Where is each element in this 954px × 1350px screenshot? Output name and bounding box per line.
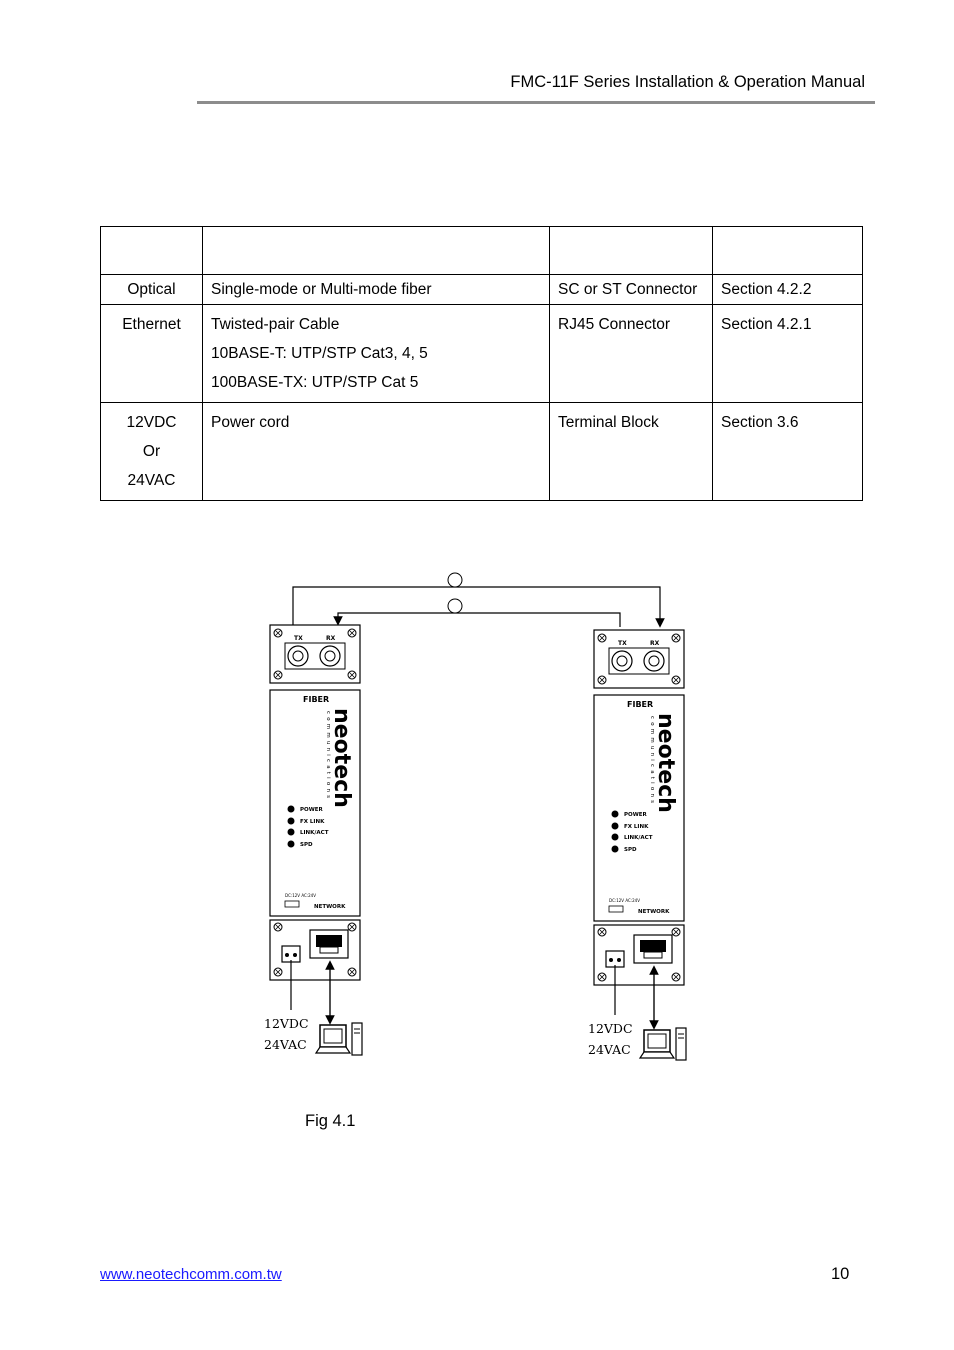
cable-cell: Twisted-pair Cable 10BASE-T: UTP/STP Cat… (202, 304, 550, 403)
rx-label-left: RX (326, 635, 336, 642)
supply-label-left: 24VAC (264, 1037, 307, 1052)
brand-logo-left: neotech (329, 708, 354, 808)
figure-caption: Fig 4.1 (305, 1112, 356, 1130)
panel-title-left: FIBER (303, 695, 329, 704)
network-label-left: NETWORK (314, 904, 346, 910)
table-header-row (100, 226, 863, 275)
connector-cell: Terminal Block (549, 402, 713, 501)
port-cell: Optical (100, 274, 203, 305)
terminal-block-icon (281, 945, 301, 963)
media-converter-right: TX RX FIBER neotech communications POWER… (588, 629, 687, 1061)
led-label: LINK/ACT (624, 835, 653, 841)
port-text: Ethernet (122, 316, 181, 333)
panel-title-right: FIBER (627, 700, 653, 709)
cable-text: Power cord (211, 414, 290, 431)
status-leds-left: POWER FX LINK LINK/ACT SPD (287, 805, 329, 848)
cable-text: 10BASE-T: UTP/STP Cat3, 4, 5 (211, 345, 428, 362)
header-cell-port (100, 226, 203, 275)
website-link[interactable]: www.neotechcomm.com.tw (100, 1266, 282, 1283)
network-label-right: NETWORK (638, 909, 670, 915)
power-spec-right: DC:12V AC:24V (609, 898, 640, 903)
cable-text: Single-mode or Multi-mode fiber (211, 281, 432, 298)
port-text: 24VAC (127, 472, 176, 489)
computer-icon (639, 1027, 687, 1061)
reference-cell: Section 3.6 (712, 402, 863, 501)
status-leds-right: POWER FX LINK LINK/ACT SPD (611, 810, 653, 853)
connector-cell: RJ45 Connector (549, 304, 713, 403)
media-converter-left: TX RX FIBER neotech communications POWER… (264, 624, 363, 1056)
led-label: POWER (624, 812, 648, 818)
supply-label-left: 12VDC (264, 1016, 309, 1031)
connector-cell: SC or ST Connector (549, 274, 713, 305)
cable-text: 100BASE-TX: UTP/STP Cat 5 (211, 374, 419, 391)
port-text: Optical (127, 281, 176, 298)
header-cell-connector (549, 226, 713, 275)
table-row: 12VDC Or 24VAC Power cord Terminal Block… (100, 402, 863, 501)
led-label: SPD (624, 847, 637, 853)
led-label: SPD (300, 842, 313, 848)
led-label: LINK/ACT (300, 830, 329, 836)
header-title: FMC-11F Series Installation & Operation … (510, 73, 865, 91)
cable-cell: Power cord (202, 402, 550, 501)
table-row: Optical Single-mode or Multi-mode fiber … (100, 274, 863, 305)
header-cell-cable (202, 226, 550, 275)
rx-label-right: RX (650, 640, 660, 647)
port-text: Or (142, 443, 161, 460)
port-cell: Ethernet (100, 304, 203, 403)
header-rule (197, 101, 875, 104)
fiber-link-lines (292, 572, 665, 633)
led-label: FX LINK (624, 824, 649, 830)
brand-sub-right: communications (649, 716, 655, 806)
connection-diagram: TX RX FIBER neotech communications POWER… (264, 572, 687, 1061)
power-spec-left: DC:12V AC:24V (285, 893, 316, 898)
terminal-block-icon (605, 950, 625, 968)
connection-table: Optical Single-mode or Multi-mode fiber … (100, 226, 863, 501)
reference-cell: Section 4.2.2 (712, 274, 863, 305)
brand-logo-right: neotech (653, 713, 678, 813)
page-number: 10 (831, 1265, 850, 1283)
port-text: 12VDC (126, 414, 177, 431)
brand-sub-left: communications (325, 711, 331, 801)
header-cell-reference (712, 226, 863, 275)
led-label: FX LINK (300, 819, 325, 825)
tx-label-left: TX (294, 635, 303, 642)
table-row: Ethernet Twisted-pair Cable 10BASE-T: UT… (100, 304, 863, 403)
cable-text: Twisted-pair Cable (211, 316, 340, 333)
reference-cell: Section 4.2.1 (712, 304, 863, 403)
port-cell: 12VDC Or 24VAC (100, 402, 203, 501)
tx-label-right: TX (618, 640, 627, 647)
supply-label-right: 24VAC (588, 1042, 631, 1057)
cable-cell: Single-mode or Multi-mode fiber (202, 274, 550, 305)
supply-label-right: 12VDC (588, 1021, 633, 1036)
computer-icon (315, 1022, 363, 1056)
led-label: POWER (300, 807, 324, 813)
